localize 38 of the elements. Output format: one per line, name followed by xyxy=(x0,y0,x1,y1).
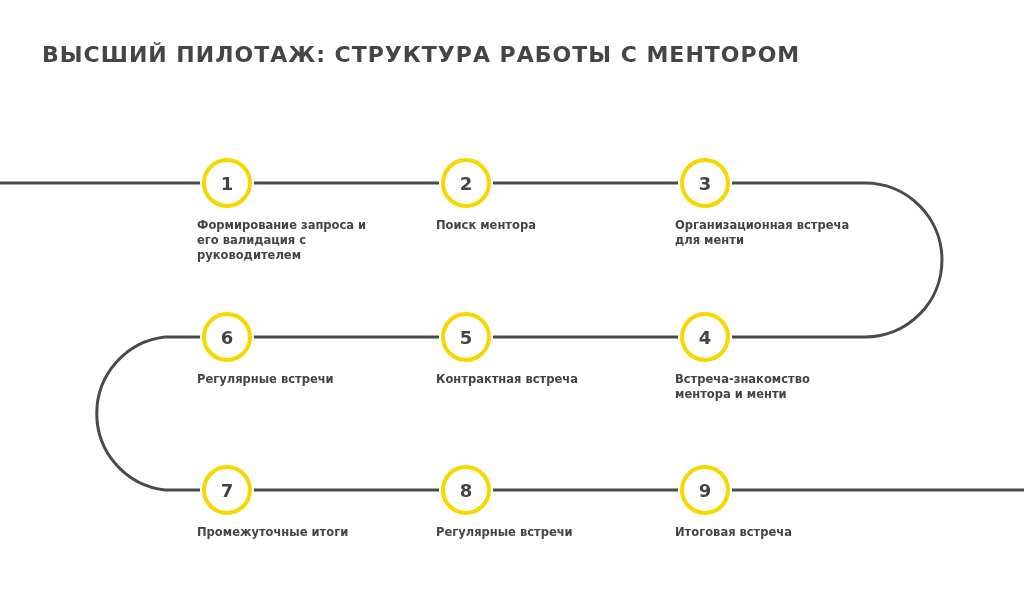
step-caption: Контрактная встреча xyxy=(436,372,579,387)
step-caption: Регулярные встречи xyxy=(436,525,574,540)
step-circle xyxy=(680,158,730,208)
step-number: 4 xyxy=(698,326,712,348)
connector-line xyxy=(493,335,678,339)
connector-line xyxy=(254,488,439,492)
step-caption: Регулярные встречи xyxy=(197,372,335,387)
step-circle xyxy=(441,465,491,515)
step-caption: Итоговая встреча xyxy=(675,525,793,540)
step-number: 9 xyxy=(698,479,712,501)
step-circle xyxy=(680,312,730,362)
step-number: 2 xyxy=(459,172,473,194)
connector-line xyxy=(732,488,1024,492)
step-number: 6 xyxy=(220,326,234,348)
step-circle xyxy=(202,312,252,362)
title: ВЫСШИЙ ПИЛОТАЖ: СТРУКТУРА РАБОТЫ С МЕНТОРОМ xyxy=(42,42,801,67)
step-number: 5 xyxy=(459,326,473,348)
step-caption: Организационная встреча для менти xyxy=(675,218,851,248)
step-number: 8 xyxy=(459,479,473,501)
step-circle xyxy=(202,465,252,515)
connector-line xyxy=(493,181,678,185)
connector-line xyxy=(254,335,439,339)
step-circle xyxy=(680,465,730,515)
step-number: 7 xyxy=(220,479,234,501)
connector-line xyxy=(254,181,439,185)
step-number: 3 xyxy=(698,172,712,194)
step-circle xyxy=(202,158,252,208)
connector-line xyxy=(95,335,200,492)
step-caption: Промежуточные итоги xyxy=(197,525,350,540)
step-number: 1 xyxy=(220,172,234,194)
step-circle xyxy=(441,158,491,208)
step-circle xyxy=(441,312,491,362)
step-caption: Встреча-знакомство ментора и менти xyxy=(675,372,811,402)
step-caption: Формирование запроса и его валидация с руководителем xyxy=(197,218,368,263)
step-caption: Поиск ментора xyxy=(436,218,537,233)
connector-line xyxy=(0,181,200,185)
connector-line xyxy=(732,181,944,339)
connector-line xyxy=(493,488,678,492)
